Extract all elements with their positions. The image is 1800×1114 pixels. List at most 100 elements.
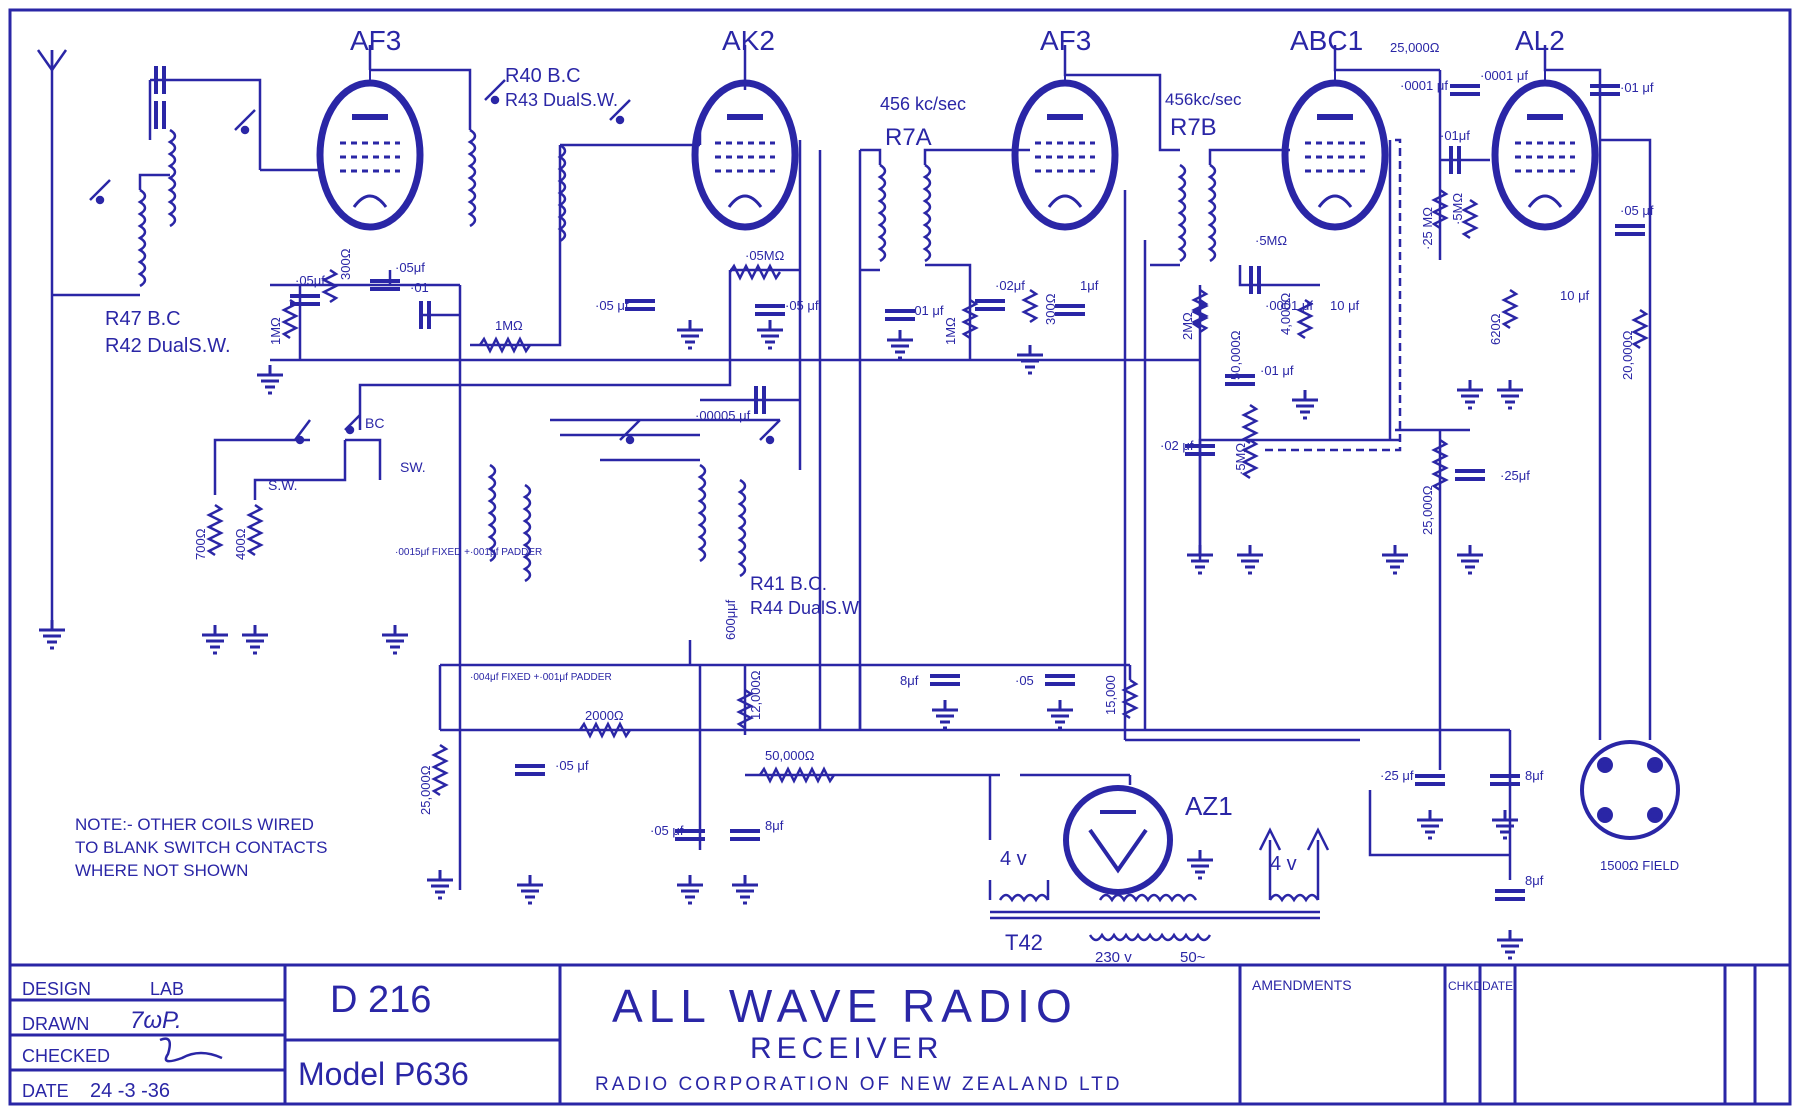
capacitor [1053, 304, 1087, 316]
value-label: 15,000 [1103, 675, 1118, 715]
tube-label-az1: AZ1 [1185, 791, 1233, 821]
label-r7a: R7A [885, 124, 932, 151]
capacitor [928, 674, 962, 686]
tube-label-al2: AL2 [1515, 25, 1565, 56]
value-label: 8μf [1525, 873, 1544, 888]
ground-symbol [1495, 928, 1525, 960]
wiring [52, 45, 1652, 890]
value-label: 50,000Ω [1228, 330, 1243, 380]
capacitor [1448, 84, 1482, 96]
label-sw2: S.W. [268, 477, 298, 493]
label-bc: BC [365, 415, 384, 431]
ground-symbol [1235, 543, 1265, 575]
value-label: ·05MΩ [745, 248, 785, 263]
date-value: 24 -3 -36 [90, 1080, 170, 1102]
value-label: ·05 μf [555, 758, 589, 773]
value-label: ·25 μf [1380, 768, 1414, 783]
chkd-header: CHKD [1448, 979, 1482, 993]
design-value: LAB [150, 979, 184, 999]
capacitor [1043, 674, 1077, 686]
value-label: 8μf [1525, 768, 1544, 783]
checked-label: CHECKED [22, 1046, 110, 1066]
speaker-field-plug [1580, 740, 1680, 840]
label-r43: R43 DualS.W. [505, 90, 618, 110]
drawing-title: ALL WAVE RADIO [612, 980, 1078, 1032]
label-r40: R40 B.C [505, 65, 581, 87]
value-label: ·5MΩ [1255, 233, 1287, 248]
value-label: 1MΩ [495, 318, 523, 333]
value-label: 4,000Ω [1278, 292, 1293, 335]
label-sw: SW. [400, 459, 426, 475]
value-label: 230 v [1095, 949, 1132, 966]
value-label: ·05 μf [785, 298, 819, 313]
value-label: ·05 μf [650, 823, 684, 838]
value-label: 300Ω [338, 248, 353, 280]
osc-coil-a [468, 128, 477, 228]
tube-abc1 [1285, 45, 1385, 227]
drawing-subtitle: RECEIVER [750, 1032, 943, 1065]
value-label: ·0001 μf [1265, 298, 1313, 313]
value-label: 10 μf [1330, 298, 1360, 313]
capacitor [973, 299, 1007, 311]
ground-symbol [515, 873, 545, 905]
value-label: ·01 μf [910, 303, 944, 318]
value-label: 1500Ω FIELD [1600, 858, 1679, 873]
ground-symbol [1490, 808, 1520, 840]
value-label: ·25μf [1500, 468, 1530, 483]
antenna-coil-secondary [168, 128, 177, 228]
resistors [206, 188, 1649, 797]
ground-symbol [37, 618, 67, 650]
label-r47: R47 B.C [105, 308, 181, 330]
ground-symbol [1045, 698, 1075, 730]
if-coil-r7b-s [1208, 163, 1217, 263]
ground-symbol [930, 698, 960, 730]
ground-symbol [675, 873, 705, 905]
ground-symbol [1495, 378, 1525, 410]
ground-symbol [1290, 388, 1320, 420]
value-label: ·0001 μf [1480, 68, 1528, 83]
ground-symbol [240, 623, 270, 655]
ground-symbol [730, 873, 760, 905]
shielded-lead [1260, 138, 1402, 452]
tube-az1 [1063, 785, 1173, 895]
capacitor [1249, 264, 1261, 296]
capacitor [513, 764, 547, 776]
value-label: ·05 μf [1620, 203, 1654, 218]
if-coil-r7a-p [878, 163, 887, 263]
label-r42: R42 DualS.W. [105, 335, 231, 357]
value-label: 25,000Ω [1390, 40, 1440, 55]
value-label: ·004μf FIXED +·001μf PADDER [470, 672, 612, 683]
drawing-number: D 216 [330, 979, 431, 1021]
value-label: ·05 [1015, 673, 1034, 688]
value-label: T42 [1005, 930, 1043, 955]
value-label: 25,000Ω [1420, 485, 1435, 535]
value-label: 20,000Ω [1620, 330, 1635, 380]
ground-symbol [1415, 808, 1445, 840]
label-r44: R44 DualS.W [750, 598, 859, 618]
tube-label-ak2: AK2 [722, 25, 775, 56]
drawn-value: 7ωP. [130, 1007, 182, 1034]
value-label: ·0015μf FIXED +·001μf PADDER [395, 547, 542, 558]
antenna-coil-primary [138, 188, 147, 288]
ground-symbol [885, 328, 915, 360]
value-label: ·02μf [995, 278, 1025, 293]
value-label: 2000Ω [585, 708, 624, 723]
value-label: 50,000Ω [765, 748, 815, 763]
company-name: RADIO CORPORATION OF NEW ZEALAND LTD [595, 1074, 1122, 1095]
note-line: TO BLANK SWITCH CONTACTS [75, 838, 328, 857]
drawn-label: DRAWN [22, 1014, 89, 1034]
value-label: 600μμf [723, 599, 738, 640]
checked-signature [159, 1037, 223, 1063]
value-label: 8μf [900, 673, 919, 688]
value-label: ·5MΩ [1450, 193, 1465, 225]
value-label: ·05 μf [595, 298, 629, 313]
amendments-header: AMENDMENTS [1252, 977, 1352, 993]
date-label: DATE [22, 1081, 69, 1101]
value-label: ·05μf [295, 273, 325, 288]
ground-symbol [1455, 543, 1485, 575]
capacitor [1488, 774, 1522, 786]
component-labels: ·05μf ·05μf ·01 300Ω 1MΩ 1MΩ ·05 μf ·05M… [193, 40, 1679, 966]
value-label: ·0001 μf [1400, 78, 1448, 93]
if-coil-r7b-p [1178, 163, 1187, 263]
